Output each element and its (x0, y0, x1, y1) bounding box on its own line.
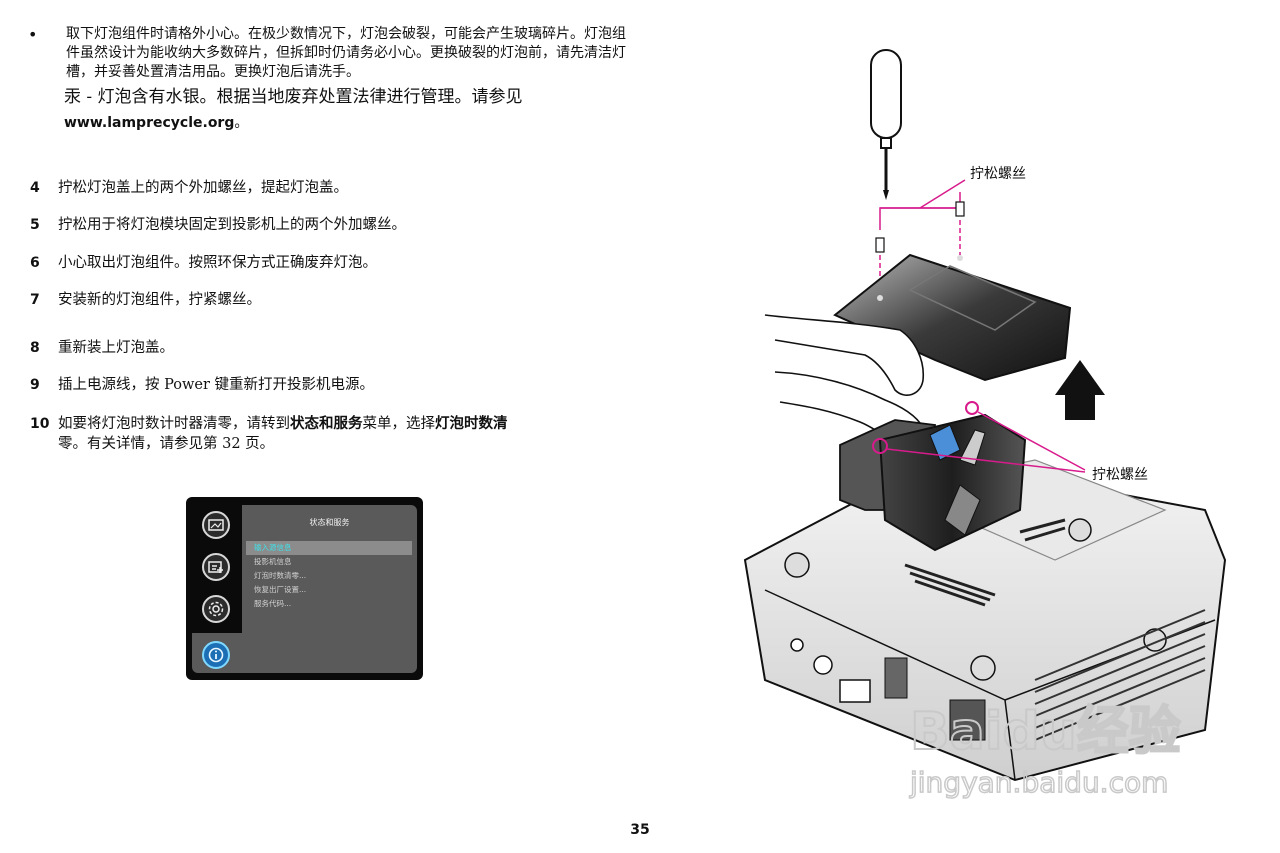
menu-item-lamp-reset: 灯泡时数清 (435, 415, 508, 432)
step-number: 10 (30, 416, 50, 432)
svg-text:Baidu经验: Baidu经验 (910, 702, 1181, 762)
recycle-url-line: www.lamprecycle.org。 (64, 112, 628, 134)
svg-text:jingyan.baidu.com: jingyan.baidu.com (909, 766, 1168, 799)
arrow-up-icon (1055, 360, 1105, 420)
osd-menu-screenshot: 状态和服务 输入源信息 投影机信息 灯泡时数清零... 恢复出厂设置... 服务… (186, 497, 423, 680)
baidu-watermark: Baidu经验 jingyan.baidu.com (908, 701, 1182, 800)
step-9: 9 插上电源线，按 Power 键重新打开投影机电源。 (30, 375, 630, 395)
page-number: 35 (630, 822, 650, 838)
step-text: 拧松用于将灯泡模块固定到投影机上的两个外加螺丝。 (58, 217, 406, 233)
screw-callout-bottom (872, 401, 1086, 473)
osd-menu-panel: 状态和服务 输入源信息 投影机信息 灯泡时数清零... 恢复出厂设置... 服务… (242, 505, 417, 673)
recycle-url[interactable]: www.lamprecycle.org (64, 115, 235, 131)
bullet-mark: • (28, 25, 38, 44)
step-8: 8 重新装上灯泡盖。 (30, 338, 630, 358)
lamp-cover (833, 253, 1072, 382)
step-6: 6 小心取出灯泡组件。按照环保方式正确废弃灯泡。 (30, 253, 630, 273)
osd-item-lamp-reset[interactable]: 灯泡时数清零... (254, 571, 307, 580)
lamp-warning-bullet: • 取下灯泡组件时请格外小心。在极少数情况下，灯泡会破裂，可能会产生玻璃碎片。灯… (28, 25, 628, 134)
lamp-module (839, 413, 1027, 552)
step-text: 如要将灯泡时数计时器清零，请转到状态和服务菜单，选择灯泡时数清零。有关详情，请参… (58, 415, 508, 452)
settings-plus-icon[interactable] (202, 553, 230, 581)
step-number: 4 (30, 180, 40, 196)
step-number: 6 (30, 255, 40, 271)
step-7: 7 安装新的灯泡组件，拧紧螺丝。 (30, 290, 630, 310)
step-text: 小心取出灯泡组件。按照环保方式正确废弃灯泡。 (58, 255, 377, 271)
callout-label-top: 拧松螺丝 (970, 166, 1026, 182)
step-text: 插上电源线，按 Power 键重新打开投影机电源。 (58, 377, 375, 393)
osd-menu-items: 输入源信息 投影机信息 灯泡时数清零... 恢复出厂设置... 服务代码... (246, 541, 412, 611)
osd-item-factory-reset[interactable]: 恢复出厂设置... (254, 585, 307, 594)
step-text: 拧松灯泡盖上的两个外加螺丝，提起灯泡盖。 (58, 180, 348, 196)
step-10: 10 如要将灯泡时数计时器清零，请转到状态和服务菜单，选择灯泡时数清零。有关详情… (30, 414, 630, 454)
url-suffix: 。 (234, 115, 249, 131)
osd-item-source-info[interactable]: 输入源信息 (246, 541, 412, 555)
step-text: 重新装上灯泡盖。 (58, 340, 174, 356)
lamp-warning-text: 取下灯泡组件时请格外小心。在极少数情况下，灯泡会破裂，可能会产生玻璃碎片。灯泡组… (66, 26, 626, 80)
osd-menu-title: 状态和服务 (309, 518, 350, 527)
callout-label-bottom: 拧松螺丝 (1092, 467, 1148, 483)
screwdriver-icon (870, 49, 902, 200)
picture-icon[interactable] (202, 511, 230, 539)
lamp-replacement-illustration (743, 49, 1227, 782)
osd-tab-column (192, 505, 240, 673)
menu-name-status-service: 状态和服务 (290, 415, 363, 432)
step-number: 8 (30, 340, 40, 356)
osd-item-projector-info[interactable]: 投影机信息 (254, 557, 292, 566)
step-4: 4 拧松灯泡盖上的两个外加螺丝，提起灯泡盖。 (30, 178, 630, 198)
step-5: 5 拧松用于将灯泡模块固定到投影机上的两个外加螺丝。 (30, 215, 630, 235)
step-text: 安装新的灯泡组件，拧紧螺丝。 (58, 292, 261, 308)
osd-item-service-code[interactable]: 服务代码... (254, 599, 292, 608)
step-number: 5 (30, 217, 40, 233)
step-number: 7 (30, 292, 40, 308)
step-number: 9 (30, 377, 40, 393)
mercury-warning: 汞 - 灯泡含有水银。根据当地废弃处置法律进行管理。请参见 (64, 87, 523, 107)
info-icon[interactable] (202, 641, 230, 669)
screw-callout-top (875, 179, 966, 295)
gear-icon[interactable] (202, 595, 230, 623)
